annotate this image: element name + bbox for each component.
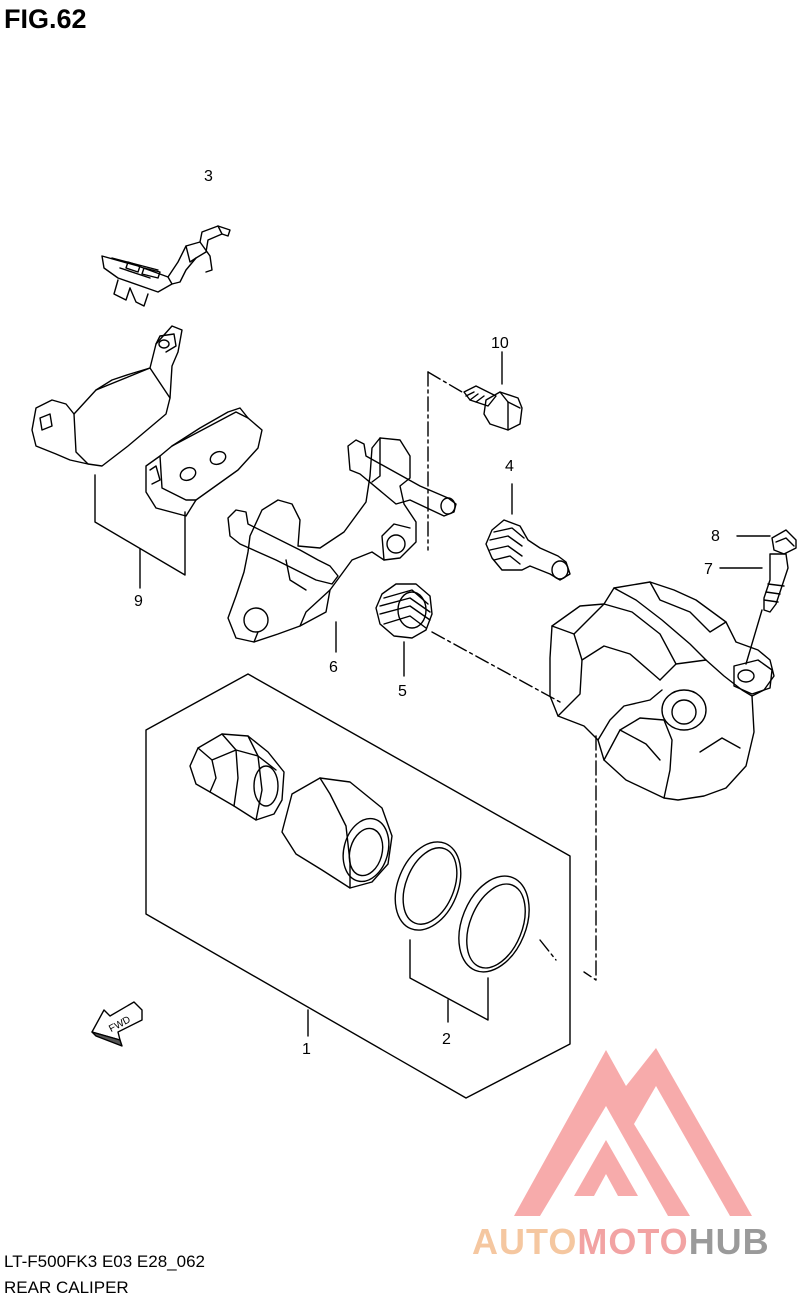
part-caliper-bracket [227,437,457,653]
figure-title: FIG.62 [4,4,87,34]
part-bolt [463,351,523,431]
part-slide-pin [485,483,571,581]
model-code: LT-F500FK3 E03 E28_062 [4,1252,205,1271]
fwd-arrow-icon [91,1001,143,1047]
callout-2: 2 [442,1031,451,1048]
callout-3: 3 [204,168,213,185]
watermark-logo-icon [514,1048,752,1216]
callout-10: 10 [491,335,509,352]
callout-5: 5 [398,683,407,700]
part-boot [375,583,433,677]
part-piston-kit [145,673,571,1099]
part-brake-pads [31,325,263,589]
figure-name: REAR CALIPER [4,1278,129,1297]
assembly-dash-lines [427,371,597,981]
callout-7: 7 [704,561,713,578]
callout-1: 1 [302,1041,311,1058]
callout-9: 9 [134,593,143,610]
callout-8: 8 [711,528,720,545]
part-caliper-body [549,581,775,801]
part-bleeder [719,529,797,665]
callout-6: 6 [329,659,338,676]
watermark-text: AUTOMOTOHUB [472,1221,770,1262]
callout-4: 4 [505,458,514,475]
part-pad-spring [101,225,231,307]
callout-numbers: 3 10 4 8 7 9 6 5 2 1 [134,168,720,1058]
